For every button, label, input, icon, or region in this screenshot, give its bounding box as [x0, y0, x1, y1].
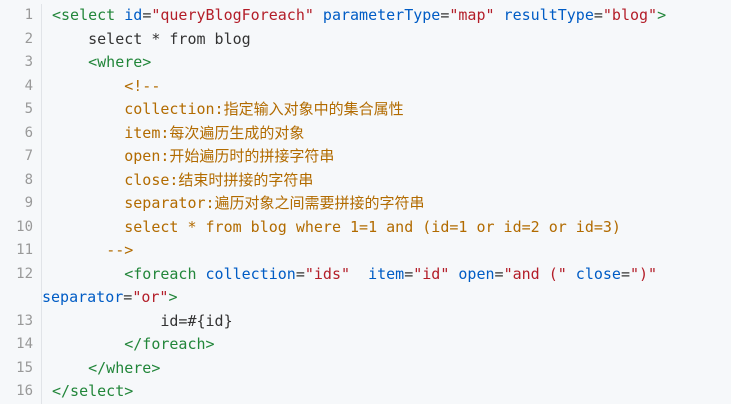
tag-open: <select	[52, 6, 125, 24]
code-line-10: 10 select * from blog where 1=1 and (id=…	[0, 215, 731, 239]
attr-name: id	[124, 6, 143, 24]
attr-value: "map"	[449, 6, 495, 24]
code-line-3: 3 <where>	[0, 51, 731, 75]
code-line-5: 5 collection:指定输入对象中的集合属性	[0, 98, 731, 122]
code-line-16: 16 </select>	[0, 380, 731, 404]
code-text: close:结束时拼接的字符串	[52, 170, 314, 189]
code-line-8: 8 close:结束时拼接的字符串	[0, 168, 731, 192]
line-number: 15	[0, 356, 42, 380]
line-number: 11	[0, 239, 42, 263]
code-line-2: 2 select * from blog	[0, 27, 731, 51]
code-line-14: 14 </foreach>	[0, 333, 731, 357]
attr-eq: =	[295, 264, 305, 283]
code-line-4: 4 <!--	[0, 74, 731, 98]
line-number: 3	[0, 51, 42, 75]
line-number: 8	[0, 168, 42, 192]
line-number: 6	[0, 121, 42, 145]
attr-value: "queryBlogForeach"	[151, 6, 314, 24]
attr-value: "and ("	[503, 264, 567, 283]
attr-eq: =	[142, 6, 152, 24]
line-number: 7	[0, 145, 42, 169]
attr-name: item	[350, 264, 405, 283]
attr-eq: =	[123, 288, 133, 306]
code-line-13: 13 id=#{id}	[0, 309, 731, 333]
attr-value: "ids"	[304, 264, 351, 283]
code-text: open:开始遍历时的拼接字符串	[52, 147, 335, 165]
line-number: 16	[0, 380, 42, 404]
code-text: separator:遍历对象之间需要拼接的字符串	[52, 194, 425, 212]
code-line-1: 1 <select id="queryBlogForeach" paramete…	[0, 4, 731, 28]
code-text: </select>	[52, 382, 134, 400]
code-text: <select id="queryBlogForeach" parameterT…	[42, 4, 731, 28]
attr-value: "or"	[132, 288, 169, 306]
code-text: item:每次遍历生成的对象	[52, 123, 305, 142]
line-number: 1	[0, 4, 42, 28]
attr-eq: =	[404, 264, 414, 283]
tag-open: <foreach	[124, 264, 197, 283]
attr-name: parameterType	[313, 6, 441, 24]
code-text: select * from blog where 1=1 and (id=1 o…	[52, 217, 621, 236]
line-number: 14	[0, 333, 42, 357]
attr-name: separator	[42, 288, 124, 306]
code-text: -->	[52, 241, 134, 259]
line-number: 5	[0, 98, 42, 122]
code-line-12: 12 <foreach collection="ids" item="id" o…	[0, 262, 731, 310]
attr-value: "id"	[413, 264, 450, 283]
tag-close: >	[657, 6, 667, 24]
code-line-11: 11 -->	[0, 239, 731, 263]
wrapped-continuation: separator="or">	[42, 286, 731, 310]
code-text: <!--	[52, 76, 161, 95]
attr-value: ")"	[630, 264, 658, 283]
code-line-7: 7 open:开始遍历时的拼接字符串	[0, 145, 731, 169]
code-text: collection:指定输入对象中的集合属性	[52, 100, 404, 118]
attr-eq: =	[440, 6, 450, 24]
line-number: 10	[0, 215, 42, 239]
line-number: 12	[0, 262, 42, 310]
line-number: 4	[0, 74, 42, 98]
code-text: id=#{id}	[52, 311, 233, 330]
code-line-9: 9 separator:遍历对象之间需要拼接的字符串	[0, 192, 731, 216]
tag-close: >	[168, 288, 178, 306]
code-text: <foreach collection="ids" item="id" open…	[42, 263, 731, 310]
line-number: 2	[0, 27, 42, 51]
code-text: </foreach>	[52, 335, 215, 353]
attr-eq: =	[494, 264, 504, 283]
attr-name: collection	[196, 264, 296, 283]
code-text: </where>	[52, 358, 161, 377]
code-text: select * from blog	[52, 29, 251, 48]
line-number: 13	[0, 309, 42, 333]
attr-name: close	[566, 264, 621, 283]
attr-name: resultType	[494, 6, 594, 24]
attr-eq: =	[593, 6, 603, 24]
indent	[52, 265, 124, 283]
attr-value: "blog"	[602, 6, 658, 24]
attr-eq: =	[620, 264, 630, 283]
code-line-15: 15 </where>	[0, 356, 731, 380]
code-text: <where>	[52, 53, 152, 71]
code-line-6: 6 item:每次遍历生成的对象	[0, 121, 731, 145]
attr-name: open	[449, 264, 495, 283]
line-number: 9	[0, 192, 42, 216]
